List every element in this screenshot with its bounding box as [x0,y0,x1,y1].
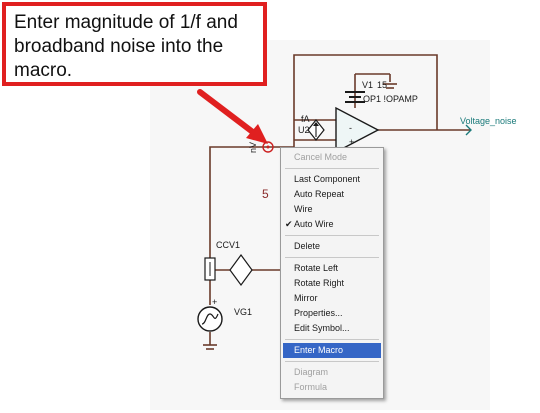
menu-item-auto-wire[interactable]: ✔Auto Wire [283,217,381,232]
menu-separator [285,339,379,340]
menu-item-label: Last Component [294,174,361,184]
node-label: nV [248,141,258,153]
menu-item-label: Auto Repeat [294,189,345,199]
output-arrow-icon [465,124,472,136]
ground-symbols [203,83,397,350]
signal-generator-icon[interactable] [197,306,223,332]
context-menu[interactable]: Cancel Mode Last Component Auto Repeat W… [280,147,384,399]
menu-item-label: Edit Symbol... [294,323,350,333]
menu-item-label: Properties... [294,308,343,318]
check-icon: ✔ [285,219,293,229]
menu-item-auto-repeat[interactable]: Auto Repeat [283,187,381,202]
battery-icon[interactable] [345,91,365,103]
callout-text: Enter magnitude of 1/f and broadband noi… [14,12,238,81]
menu-separator [285,168,379,169]
menu-item-cancel-mode[interactable]: Cancel Mode [283,150,381,165]
menu-item-label: Enter Macro [294,345,344,355]
menu-item-label: Auto Wire [294,219,334,229]
instruction-callout: Enter magnitude of 1/f and broadband noi… [2,2,267,86]
menu-item-label: Delete [294,241,321,251]
output-net-label: Voltage_noise [460,116,517,126]
menu-item-label: Formula [294,382,328,392]
opamp-plus-pin: + [349,137,355,147]
menu-item-properties[interactable]: Properties... [283,306,381,321]
menu-item-enter-macro[interactable]: Enter Macro [283,343,381,358]
menu-item-label: Wire [294,204,313,214]
battery-value: 15 [377,80,388,90]
menu-item-label: Rotate Right [294,278,345,288]
menu-item-delete[interactable]: Delete [283,239,381,254]
menu-item-edit-symbol[interactable]: Edit Symbol... [283,321,381,336]
source-ref: U2 [298,125,310,135]
menu-item-diagram[interactable]: Diagram [283,365,381,380]
menu-item-formula[interactable]: Formula [283,380,381,395]
generator-plus-pin: + [212,297,218,307]
battery-ref: V1 [362,80,374,90]
opamp-minus-pin: - [349,123,352,133]
menu-item-wire[interactable]: Wire [283,202,381,217]
menu-item-label: Mirror [294,293,318,303]
menu-item-rotate-left[interactable]: Rotate Left [283,261,381,276]
generator-ref: VG1 [234,307,253,317]
opamp-icon[interactable] [335,106,380,154]
menu-separator [285,257,379,258]
menu-separator [285,361,379,362]
menu-item-label: Rotate Left [294,263,339,273]
menu-item-mirror[interactable]: Mirror [283,291,381,306]
ccvs-icon[interactable] [204,253,253,287]
menu-separator [285,235,379,236]
ccvs-ref: CCV1 [216,240,241,250]
current-source-icon[interactable] [307,119,325,141]
opamp-label: OP1 !OPAMP [363,94,418,104]
menu-item-rotate-right[interactable]: Rotate Right [283,276,381,291]
wires[interactable] [209,54,470,345]
node-number: 5 [262,187,269,201]
menu-item-label: Cancel Mode [294,152,348,162]
menu-item-last-component[interactable]: Last Component [283,172,381,187]
callout-arrow [197,89,268,144]
source-value: fA [301,114,310,124]
node-marker-icon[interactable] [262,141,274,153]
menu-item-label: Diagram [294,367,329,377]
